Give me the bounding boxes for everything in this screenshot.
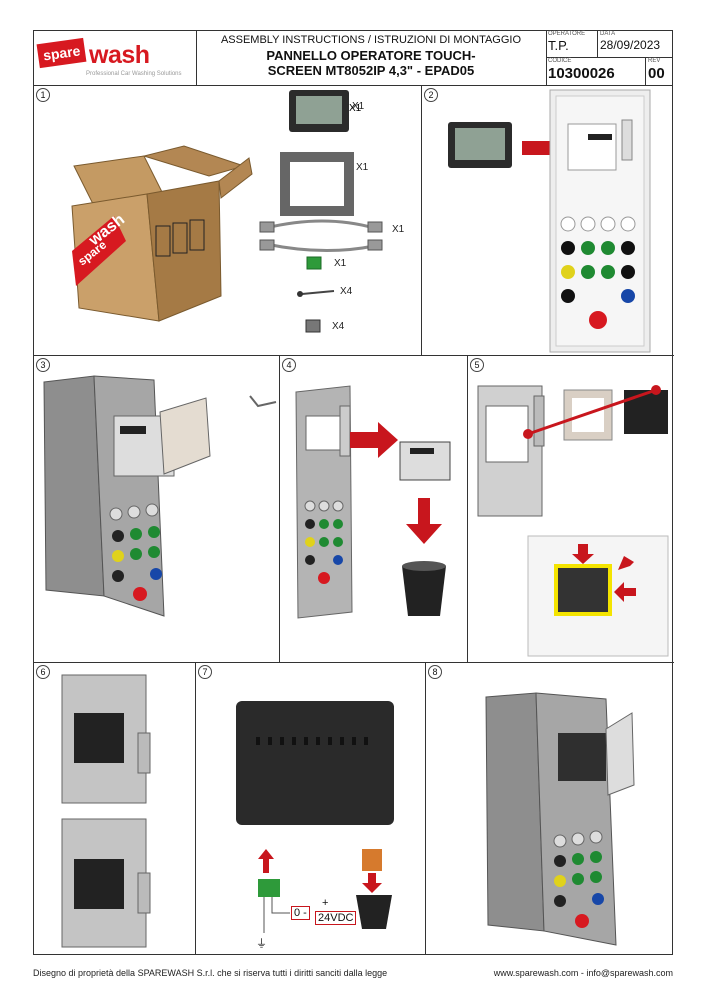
- qty-gasket: X1: [356, 162, 369, 173]
- title-line-1: PANNELLO OPERATORE TOUCH-: [266, 48, 476, 63]
- steps-grid: 1 spare wash X1: [33, 86, 674, 955]
- qty-screen: X1: [352, 101, 365, 112]
- step-1-illustration: spare wash X1: [71, 90, 383, 333]
- assembly-sheet: spare wash Professional Car Washing Solu…: [33, 30, 674, 978]
- step-2-illustration: [448, 89, 651, 353]
- voltage-label: 24VDC: [315, 911, 357, 925]
- logo-spare-text: spare: [36, 37, 87, 69]
- title-line-2: SCREEN MT8052IP 4,3" - EPAD05: [267, 63, 475, 78]
- step-number: 3: [36, 358, 50, 372]
- step-6-panel: 6: [34, 663, 196, 955]
- zero-terminal-label: 0 -: [291, 906, 310, 920]
- qty-cables: X1: [392, 224, 405, 235]
- qty-screws: X4: [340, 286, 353, 297]
- qty-connector: X1: [334, 258, 347, 269]
- codice-label: CODICE: [548, 58, 572, 64]
- data-value: 28/09/2023: [600, 38, 661, 52]
- step-4-panel: 4: [280, 356, 468, 663]
- step-3-illustration: [43, 375, 277, 617]
- step-7-panel: 7 ⏚ 0 - + 24VDC: [196, 663, 426, 955]
- rev-value: 00: [648, 65, 665, 82]
- step-5-illustration: [477, 385, 669, 657]
- codice-cell: CODICE 10300026: [546, 58, 646, 85]
- document-title: ASSEMBLY INSTRUCTIONS / ISTRUZIONI DI MO…: [196, 31, 547, 85]
- step-number: 7: [198, 665, 212, 679]
- data-cell: DATA 28/09/2023: [598, 31, 672, 58]
- logo-wash-text: wash: [89, 41, 150, 69]
- step-number: 8: [428, 665, 442, 679]
- logo-tagline: Professional Car Washing Solutions: [86, 71, 182, 77]
- sparewash-logo: spare wash Professional Car Washing Solu…: [34, 31, 197, 85]
- svg-text:X1: X1: [349, 103, 362, 114]
- ground-label: ⏚: [256, 938, 267, 950]
- title-block: spare wash Professional Car Washing Solu…: [33, 30, 673, 86]
- rev-cell: REV 00: [646, 58, 672, 85]
- step-number: 1: [36, 88, 50, 102]
- footer-contact: www.sparewash.com - info@sparewash.com: [493, 968, 673, 978]
- step-5-panel: 5: [468, 356, 674, 663]
- step-6-illustration: [61, 674, 151, 948]
- step-number: 5: [470, 358, 484, 372]
- operatore-cell: OPERATORE T.P.: [546, 31, 598, 58]
- plus-label: +: [322, 897, 329, 909]
- codice-value: 10300026: [548, 65, 615, 82]
- step-2-panel: 2: [422, 86, 674, 356]
- rev-label: REV: [648, 58, 661, 64]
- info-cells: OPERATORE T.P. DATA 28/09/2023 CODICE 10…: [546, 31, 672, 85]
- step-number: 2: [424, 88, 438, 102]
- step-8-panel: 8: [426, 663, 674, 955]
- step-1-panel: 1 spare wash X1: [34, 86, 422, 356]
- footer-copyright: Disegno di proprietà della SPAREWASH S.r…: [33, 968, 388, 978]
- step-3-panel: 3: [34, 356, 280, 663]
- step-number: 6: [36, 665, 50, 679]
- data-label: DATA: [600, 31, 616, 37]
- assembly-instructions-label: ASSEMBLY INSTRUCTIONS / ISTRUZIONI DI MO…: [220, 34, 522, 46]
- operatore-label: OPERATORE: [548, 31, 586, 37]
- step-4-illustration: [295, 385, 451, 619]
- step-8-illustration: [485, 692, 635, 946]
- qty-clips: X4: [332, 321, 345, 332]
- step-number: 4: [282, 358, 296, 372]
- operatore-value: T.P.: [548, 38, 569, 53]
- step-7-illustration: [236, 701, 394, 933]
